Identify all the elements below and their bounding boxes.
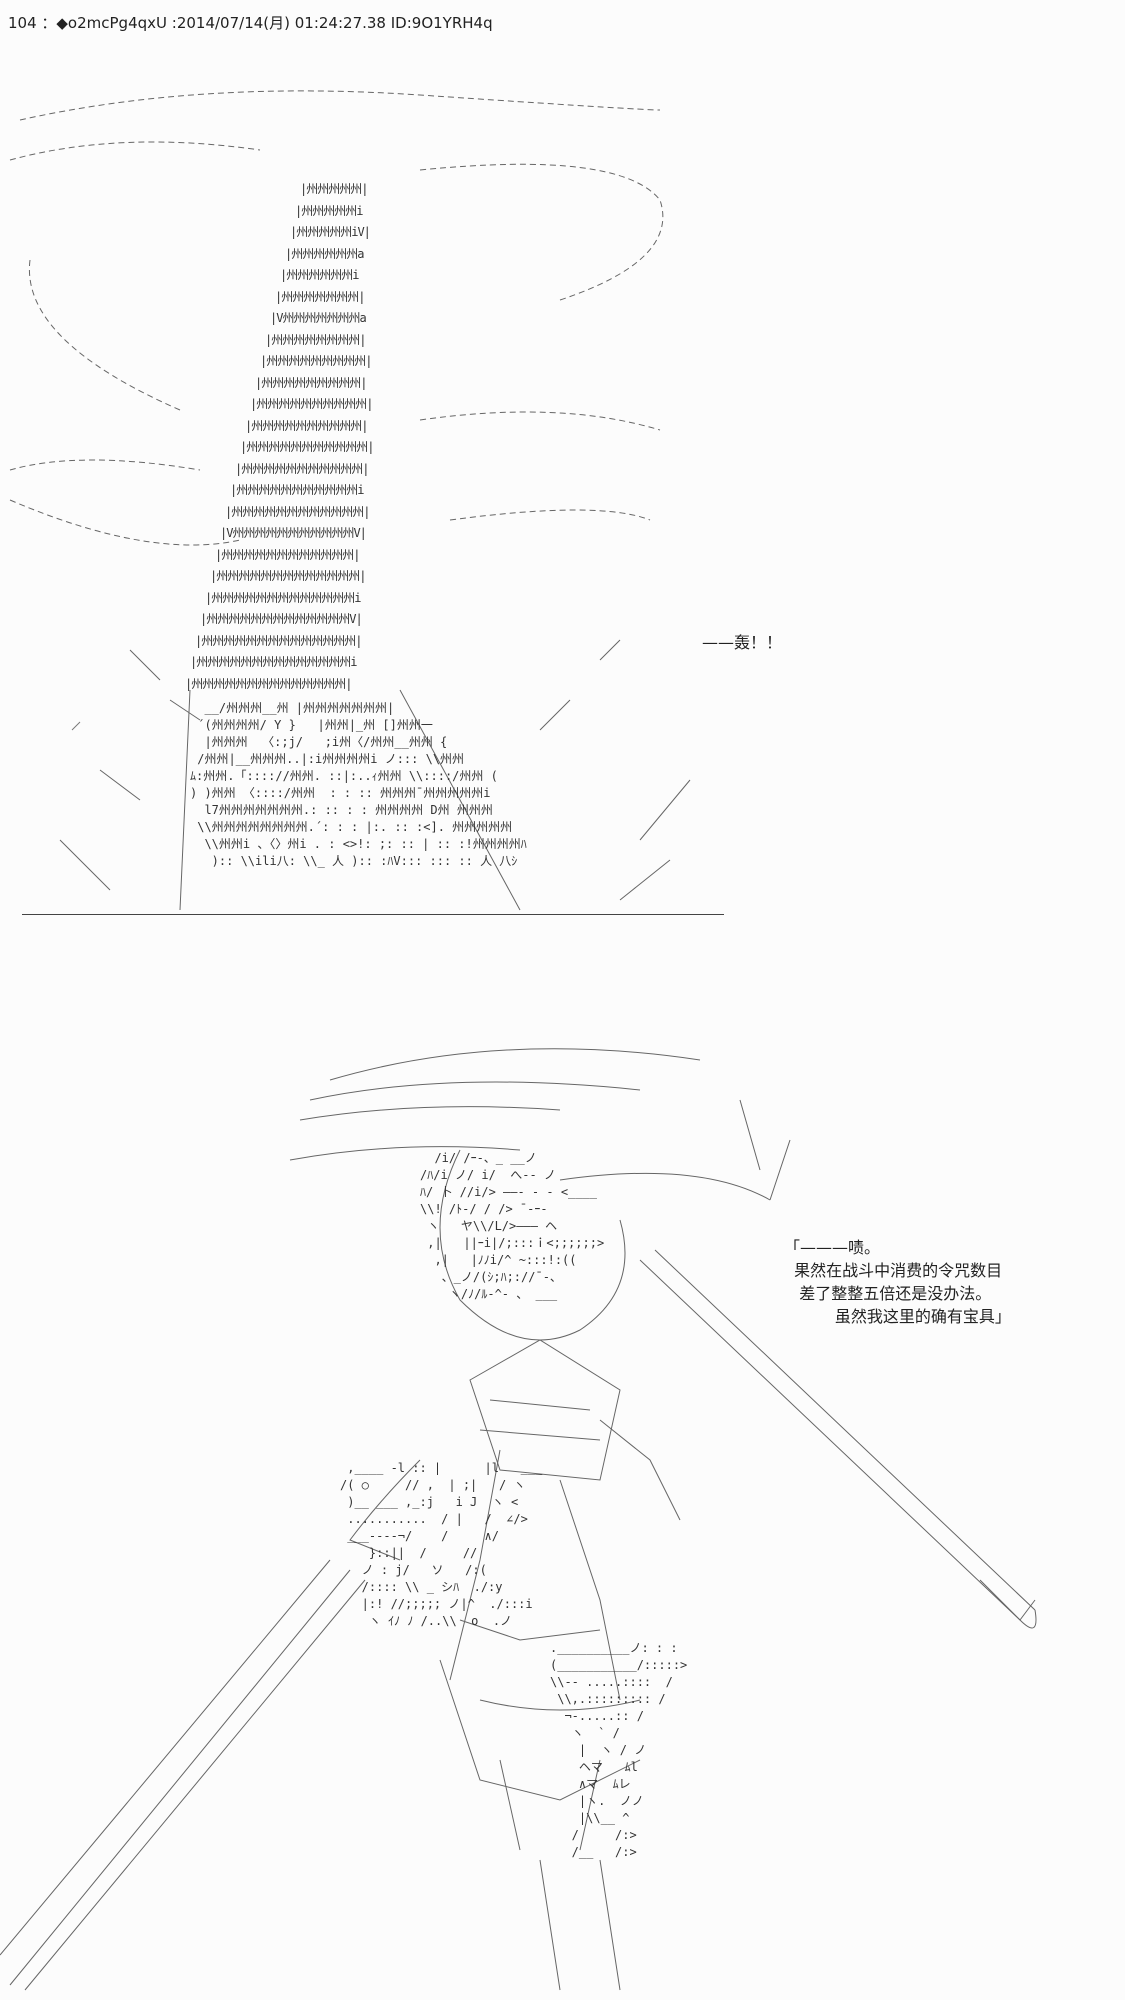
tower-row: |州州州州州州州州州州州州| [225,504,370,519]
figure-legs [439,1619,641,1801]
tower-row: |州州州州州州州州州州州州州V| [200,612,363,626]
tower-row: |州州州州州州州州州州州州州| [210,569,366,583]
tower-row: |州州州州州州州州州| [260,354,372,368]
spear-left [0,1559,366,1991]
tower-row: |州州州州州| [300,182,368,196]
figure-body-ascii-art: ,____ -l :: | |l ___ /( ○ // , | ;| / ヽ … [340,1461,543,1628]
tower-base [179,689,521,911]
debris-lines-left [59,649,201,891]
tower-row: |州州州州州州州州州州州州州州i [190,655,357,669]
tower-row: |州州州州州州州州州州州州州i [205,590,361,605]
figure-outline [349,1149,681,1991]
tower-row: |州州州州州i [295,203,363,218]
speech-bubble: 「———啧。 果然在战斗中消费的令咒数目 差了整整五倍还是没办法。 虽然我这里的… [784,1236,1011,1328]
smoke-swirl-right [419,163,664,301]
tower-row: |州州州州州州州州州州| [245,418,368,433]
hair-lines-right [739,1099,791,1201]
figure-body [469,1339,621,1481]
tower-row: |V州州州州州州州州州州州V| [220,526,367,540]
spear-right [639,1249,1037,1629]
tower-row: |州州州州州州州| [275,289,365,304]
tower-row: |州州州州州州州州| [265,332,366,347]
smoke-swirl-top [19,90,661,121]
tower-row: |V州州州州州州州a [270,311,367,325]
hair-strands [289,1048,771,1201]
tower-row: |州州州州州州州州州州州州| [215,547,360,562]
explosion-sound-text: ——轰！！ [702,633,783,652]
tower-row: |州州州州州州i [280,268,359,282]
post-header: 104 ：◆o2mcPg4qxU :2014/07/14(月) 01:24:27… [8,14,493,32]
spear-right-butt [979,1579,1036,1621]
tower-row: |州州州州州州州州州州州| [235,461,369,476]
smoke-swirl-right-low [449,509,651,521]
tower-row: |州州州州州州州州州| [255,375,367,390]
tower-row: |州州州州州州a [285,246,364,261]
speech-line: 果然在战斗中消费的令咒数目 [784,1261,1003,1280]
smoke-swirl-left-low [9,459,201,471]
smoke-swirl-mid [419,411,661,431]
debris-lines-right [539,639,691,901]
smoke-swirl-upper [9,141,261,161]
tower-row: |州州州州州iV| [290,225,371,239]
figure-head-ascii-art: /i/ /ｰ-、_ __ノ /ﾊ/i ノ/ i/ へ-- ノ ﾊ/ 卜 //i/… [420,1151,605,1301]
section-divider [22,914,724,915]
smoke-swirl-left [28,259,181,411]
tower-row: |州州州州州州州州州州州州州州| [195,633,362,648]
tower-row: |州州州州州州州州州州州i [230,483,364,497]
diamond-debris [71,721,81,731]
smoke-swirl-bottom [9,499,241,546]
speech-line: 「———啧。 [784,1238,881,1257]
speech-line: 虽然我这里的确有宝具」 [784,1307,1011,1326]
tower-base-ascii-art: __/州州州__州 |州州州州州州州| ´(州州州州/ Y } |州州|_州 [… [190,701,527,868]
figure-legs-ascii-art: .__________ノ: : : (___________/:::::> \\… [550,1641,688,1859]
speech-line: 差了整整五倍还是没办法。 [784,1284,992,1303]
tower-row: |州州州州州州州州州州州| [240,440,374,454]
tower-row: |州州州州州州州州州州| [250,397,373,411]
tower-row: |州州州州州州州州州州州州州州| [185,676,352,691]
